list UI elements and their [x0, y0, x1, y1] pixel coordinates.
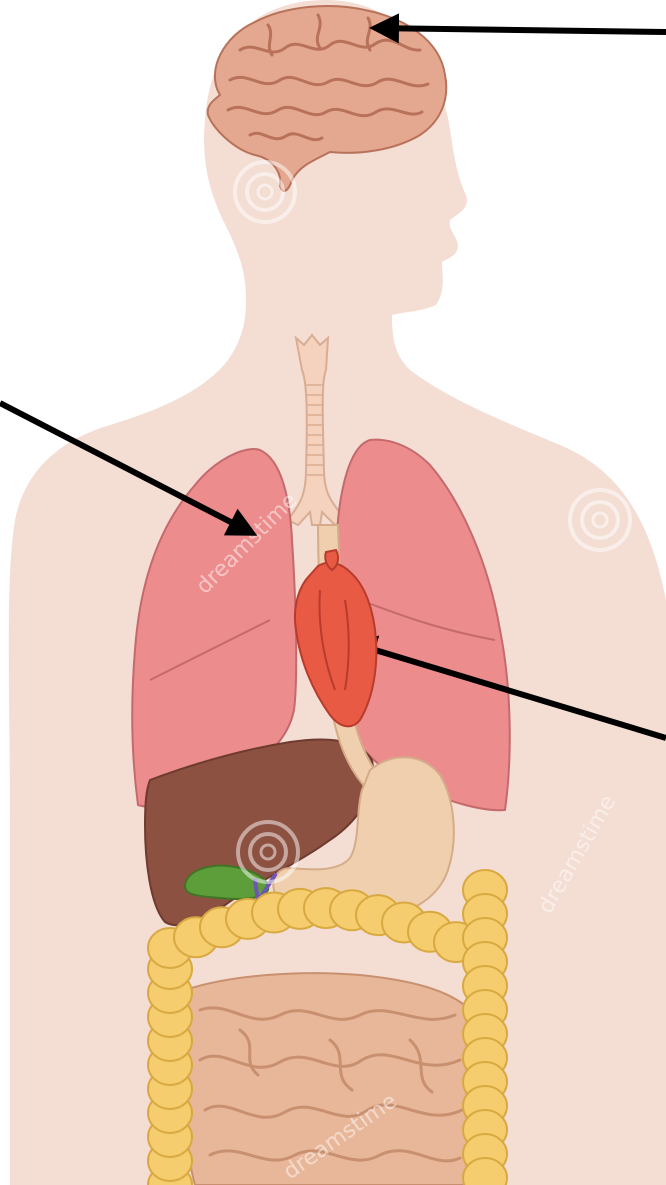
watermark-text-1: dreamstime: [532, 148, 643, 259]
arrow-to-brain: [375, 28, 666, 32]
